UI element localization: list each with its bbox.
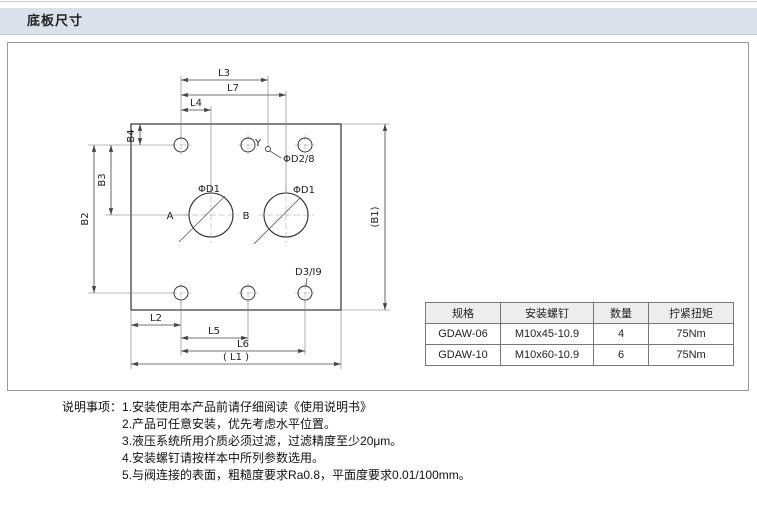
spec-table-header-row: 规格 安装螺钉 数量 拧紧扭矩	[425, 302, 734, 324]
notes-items: 1.安装使用本产品前请仔细阅读《使用说明书》 2.产品可任意安装，优先考虑水平位…	[122, 399, 471, 484]
col-header-torque: 拧紧扭矩	[648, 302, 734, 324]
label-port-b: B	[243, 211, 250, 222]
note-item: 3.液压系统所用介质必须过滤，过滤精度至少20μm。	[122, 434, 403, 448]
table-row: GDAW-06 M10x45-10.9 4 75Nm	[425, 323, 734, 345]
dim-label-b2: B2	[80, 212, 91, 225]
note-item: 1.安装使用本产品前请仔细阅读《使用说明书》	[122, 400, 373, 414]
port-leader-lines	[178, 150, 308, 287]
notes-label: 说明事项：	[62, 400, 123, 414]
label-phi-d1-b: ΦD1	[293, 185, 315, 196]
section-header: 底板尺寸	[0, 8, 757, 35]
top-divider	[0, 1, 757, 2]
cell-screw: M10x60-10.9	[500, 344, 594, 366]
extension-lines	[88, 76, 390, 369]
col-header-qty: 数量	[593, 302, 649, 324]
label-phi-d1-a: ΦD1	[198, 184, 220, 195]
cell-screw: M10x45-10.9	[500, 323, 594, 345]
label-phi-d2: ΦD2/8	[283, 154, 315, 165]
label-port-a: A	[167, 211, 174, 222]
cell-qty: 4	[593, 323, 649, 345]
col-header-screw: 安装螺钉	[500, 302, 594, 324]
plate-outline	[130, 123, 342, 311]
dim-label-l4: L4	[190, 98, 202, 109]
dim-label-b4: B4	[126, 129, 137, 142]
label-port-y: Y	[254, 138, 262, 149]
cell-spec: GDAW-06	[425, 323, 501, 345]
dim-label-b1: (B1)	[370, 206, 381, 227]
dimension-lines	[91, 77, 388, 367]
note-item: 5.与阀连接的表面，粗糙度要求Ra0.8，平面度要求0.01/100mm。	[122, 468, 471, 482]
dim-label-l2: L2	[150, 313, 162, 324]
cell-qty: 6	[593, 344, 649, 366]
cell-torque: 75Nm	[648, 344, 734, 366]
col-header-spec: 规格	[425, 302, 501, 324]
dim-label-l5: L5	[208, 326, 220, 337]
cell-torque: 75Nm	[648, 323, 734, 345]
label-d3: D3/I9	[295, 267, 322, 278]
note-item: 4.安装螺钉请按样本中所列参数选用。	[122, 451, 325, 465]
dim-label-l3: L3	[218, 68, 230, 79]
dim-label-l7: L7	[227, 83, 239, 94]
dim-label-b3: B3	[97, 173, 108, 186]
cell-spec: GDAW-10	[425, 344, 501, 366]
port-holes	[188, 146, 309, 238]
page-title: 底板尺寸	[27, 13, 84, 28]
dim-label-l6: L6	[237, 339, 249, 350]
dim-label-l1: ( L1 )	[223, 352, 249, 363]
spec-table: 规格 安装螺钉 数量 拧紧扭矩 GDAW-06 M10x45-10.9 4 75…	[425, 302, 734, 366]
note-item: 2.产品可任意安装，优先考虑水平位置。	[122, 417, 337, 431]
drawing-panel: L3 L7 L4 B4 B3 B2 (B1) L2 L5 L6 ( L1 ) Φ…	[7, 42, 749, 391]
notes-section: 说明事项： 1.安装使用本产品前请仔细阅读《使用说明书》 2.产品可任意安装，优…	[62, 399, 471, 484]
table-row: GDAW-10 M10x60-10.9 6 75Nm	[425, 344, 734, 366]
base-plate-drawing: L3 L7 L4 B4 B3 B2 (B1) L2 L5 L6 ( L1 ) Φ…	[80, 68, 390, 369]
